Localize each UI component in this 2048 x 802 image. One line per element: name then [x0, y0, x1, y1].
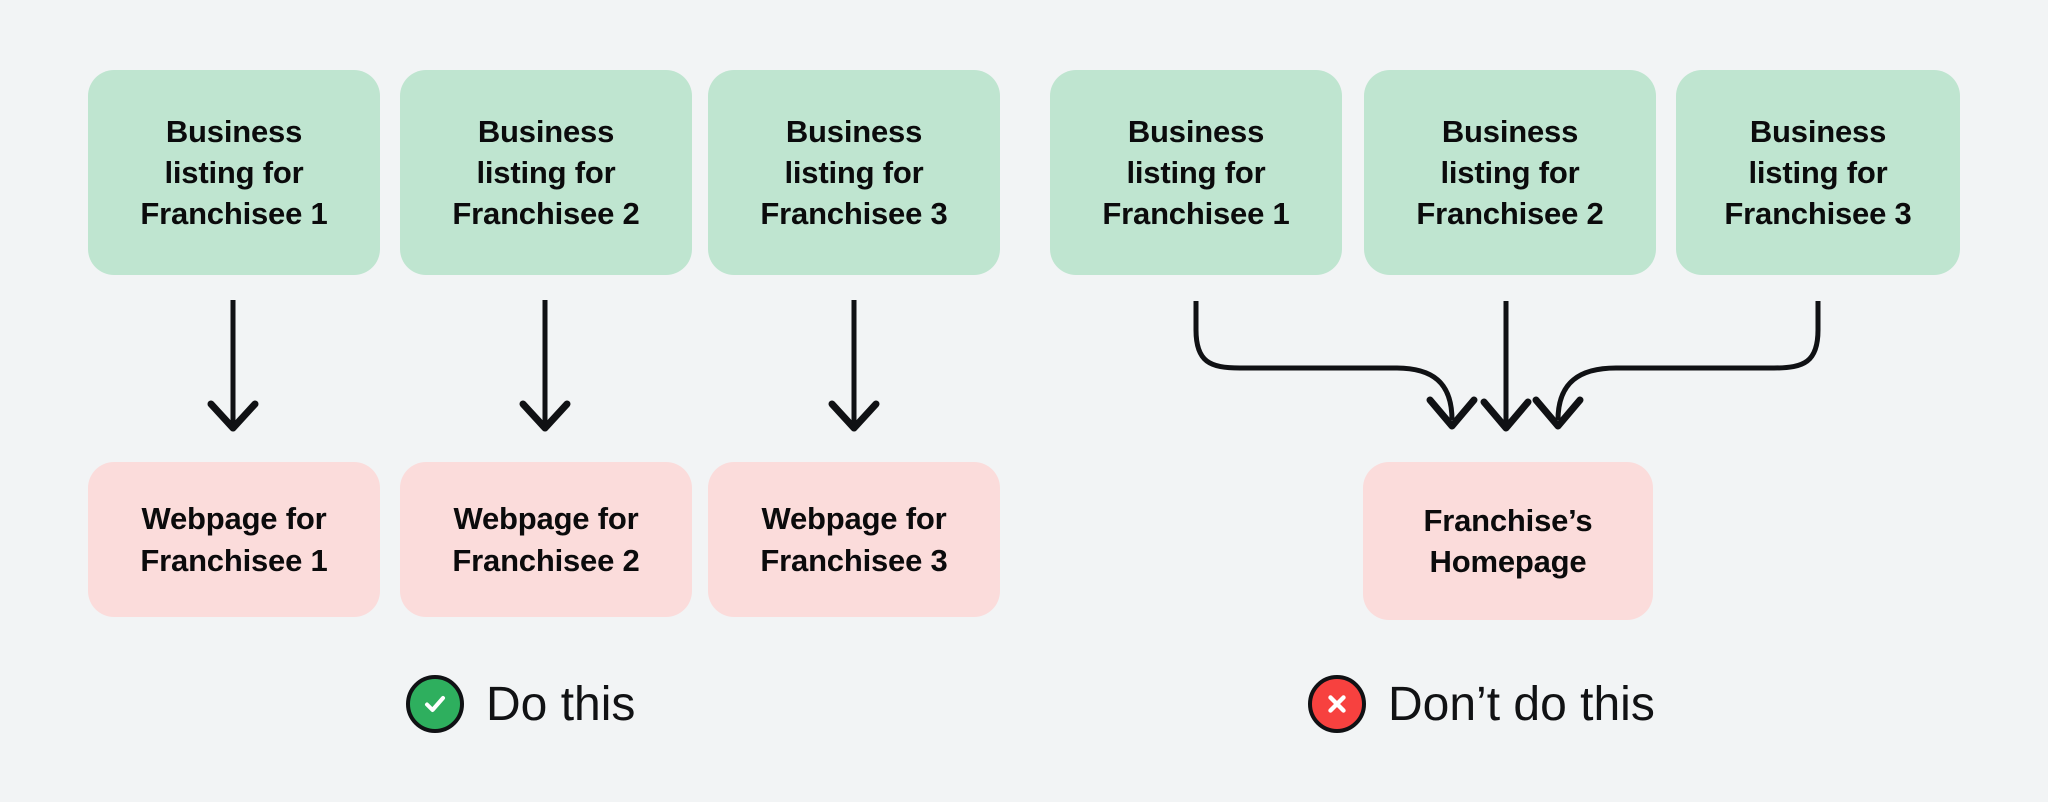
legend-label-do-this: Do this [486, 677, 636, 731]
node-good-listing-3: Business listing for Franchisee 3 [708, 70, 1000, 275]
legend-dont-do-this: Don’t do this [1308, 675, 1655, 733]
node-bad-listing-3: Business listing for Franchisee 3 [1676, 70, 1960, 275]
node-bad-listing-2: Business listing for Franchisee 2 [1364, 70, 1656, 275]
arrow-good-2 [519, 300, 571, 432]
x-circle-icon [1308, 675, 1366, 733]
node-good-webpage-1: Webpage for Franchisee 1 [88, 462, 380, 617]
node-good-listing-1: Business listing for Franchisee 1 [88, 70, 380, 275]
check-circle-icon [406, 675, 464, 733]
node-bad-homepage: Franchise’s Homepage [1363, 462, 1653, 620]
arrow-bad-1-curved [1193, 301, 1478, 430]
node-good-webpage-2: Webpage for Franchisee 2 [400, 462, 692, 617]
legend-label-dont-do-this: Don’t do this [1388, 677, 1655, 731]
node-bad-listing-1: Business listing for Franchisee 1 [1050, 70, 1342, 275]
arrow-bad-3-curved [1532, 301, 1821, 430]
arrow-bad-2-straight [1480, 301, 1532, 432]
arrow-good-1 [207, 300, 259, 432]
node-good-webpage-3: Webpage for Franchisee 3 [708, 462, 1000, 617]
node-good-listing-2: Business listing for Franchisee 2 [400, 70, 692, 275]
arrow-good-3 [828, 300, 880, 432]
legend-do-this: Do this [406, 675, 635, 733]
